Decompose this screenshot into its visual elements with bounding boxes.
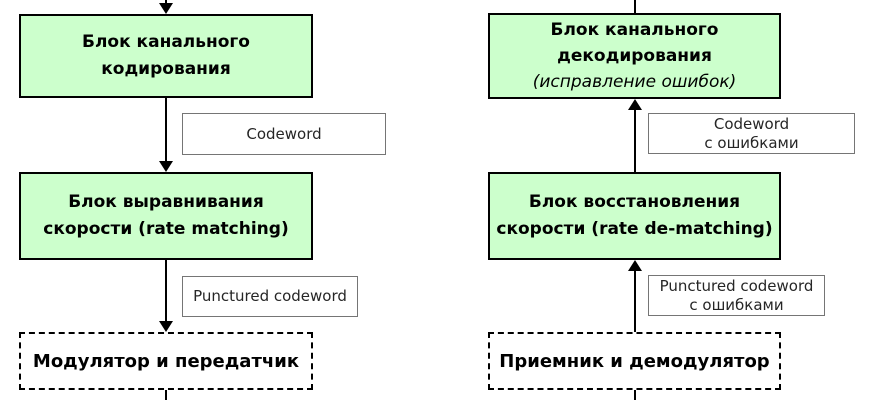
modulator-transmitter-block: Модулятор и передатчик bbox=[19, 332, 313, 390]
block-label: Модулятор и передатчик bbox=[32, 350, 300, 372]
block-label: Приемник и демодулятор bbox=[499, 350, 770, 372]
arrow-down-icon bbox=[159, 161, 173, 172]
receiver-demodulator-block: Приемник и демодулятор bbox=[488, 332, 781, 390]
arrow-up-icon bbox=[628, 99, 642, 110]
arrow-down-icon bbox=[159, 3, 173, 14]
flow-line bbox=[165, 260, 167, 322]
codeword-errors-label: Codeword с ошибками bbox=[648, 113, 855, 154]
arrow-up-icon bbox=[628, 260, 642, 271]
channel-coding-block: Блок канального кодирования bbox=[19, 14, 313, 98]
block-label: скорости (rate de-matching) bbox=[496, 219, 773, 239]
rate-matching-block: Блок выравнивания скорости (rate matchin… bbox=[19, 172, 313, 260]
channel-decoding-block: Блок канального декодирования (исправлен… bbox=[488, 13, 781, 99]
block-label: Блок выравнивания bbox=[68, 192, 264, 212]
flow-line bbox=[634, 390, 636, 400]
block-label: Блок канального bbox=[550, 20, 719, 40]
block-label: декодирования bbox=[557, 46, 712, 66]
block-sublabel: (исправление ошибок) bbox=[532, 72, 737, 92]
flow-line bbox=[634, 271, 636, 332]
block-label: кодирования bbox=[101, 59, 231, 79]
punctured-codeword-label: Punctured codeword bbox=[182, 276, 358, 317]
block-label: Блок восстановления bbox=[528, 192, 741, 212]
flow-line bbox=[165, 390, 167, 400]
flow-line bbox=[634, 0, 636, 13]
block-label: Блок канального bbox=[82, 32, 250, 52]
arrow-down-icon bbox=[159, 321, 173, 332]
block-label: скорости (rate matching) bbox=[43, 219, 289, 239]
punctured-codeword-errors-label: Punctured codeword с ошибками bbox=[648, 275, 825, 316]
flow-line bbox=[634, 110, 636, 172]
flow-line bbox=[165, 98, 167, 162]
rate-dematching-block: Блок восстановления скорости (rate de-ma… bbox=[488, 172, 781, 260]
codeword-label: Codeword bbox=[182, 113, 386, 155]
